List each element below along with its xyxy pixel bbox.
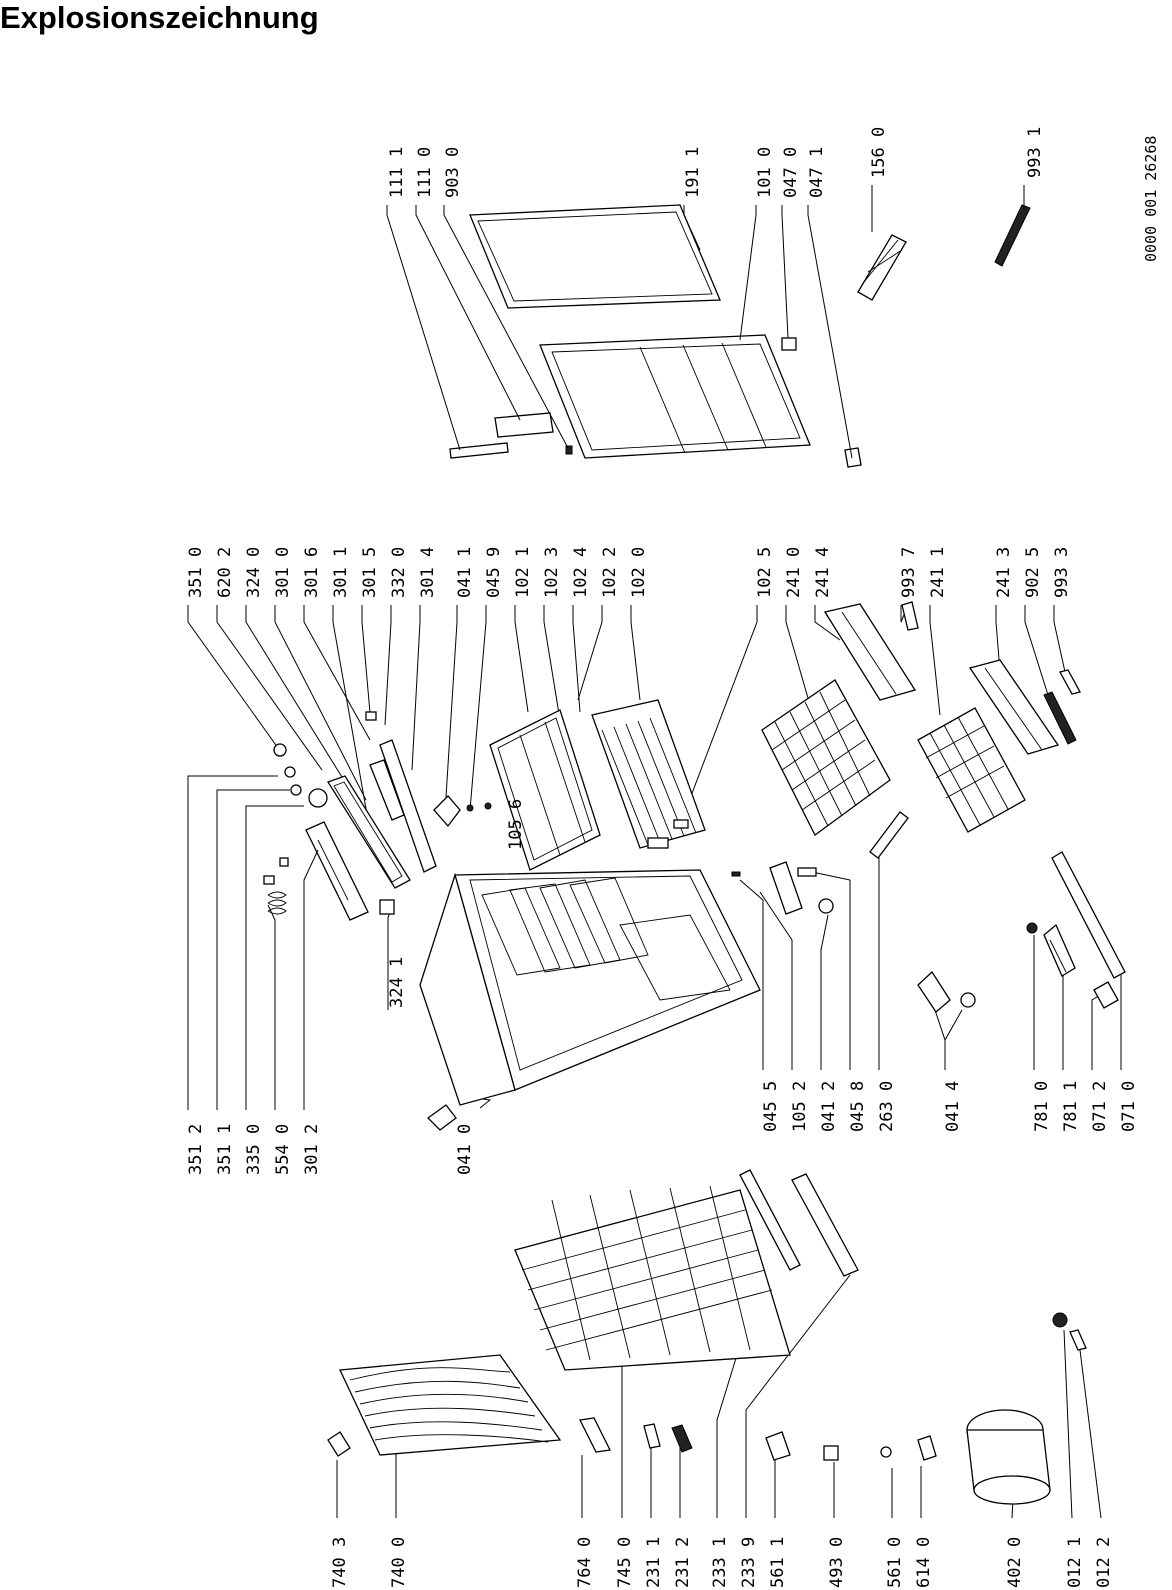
callout-label: 041 1 <box>455 547 475 598</box>
callouts-top-middle: 351 0 620 2 324 0 301 0 301 6 301 1 301 … <box>186 547 1072 598</box>
callout-label: 241 0 <box>784 547 804 598</box>
callout-label: 351 2 <box>186 1124 206 1175</box>
callout-label: 332 0 <box>389 547 409 598</box>
callout-label: 102 3 <box>542 547 562 598</box>
callout-label: 231 1 <box>644 1537 664 1588</box>
callout-label: 045 9 <box>484 547 504 598</box>
callout-label: 740 3 <box>330 1537 350 1588</box>
callout-label: 233 1 <box>710 1537 730 1588</box>
callout-label: 764 0 <box>575 1537 595 1588</box>
callout-label: 111 0 <box>415 147 435 198</box>
callout-label: 105 2 <box>790 1081 810 1132</box>
callout-label: 047 1 <box>807 147 827 198</box>
callout-label: 045 8 <box>848 1081 868 1132</box>
callouts-top-right: 111 1 111 0 903 0 191 1 101 0 047 0 047 … <box>387 127 1045 198</box>
control-panel-and-drawers <box>187 601 1081 921</box>
callout-label: 902 5 <box>1023 547 1043 598</box>
callout-label: 041 4 <box>943 1081 963 1132</box>
callout-label: 301 0 <box>273 547 293 598</box>
callout-label: 614 0 <box>914 1537 934 1588</box>
callouts-middle-left: 351 2 351 1 335 0 554 0 301 2 324 1 041 … <box>186 799 526 1175</box>
callout-label: 324 1 <box>387 957 407 1008</box>
callout-label: 233 9 <box>739 1537 759 1588</box>
callout-label: 102 0 <box>629 547 649 598</box>
callout-label: 402 0 <box>1005 1537 1025 1588</box>
page-title: Explosionszeichnung <box>0 0 319 35</box>
callout-label: 241 1 <box>928 547 948 598</box>
callout-label: 241 3 <box>994 547 1014 598</box>
callout-label: 335 0 <box>244 1124 264 1175</box>
callouts-middle-bottom: 045 5 105 2 041 2 045 8 263 0 041 4 781 … <box>761 1081 1139 1132</box>
drawing-number: 0000 001 26268 <box>1142 136 1160 262</box>
callout-label: 301 5 <box>360 547 380 598</box>
callout-label: 324 0 <box>244 547 264 598</box>
callout-label: 041 0 <box>455 1124 475 1175</box>
callout-label: 231 2 <box>673 1537 693 1588</box>
callout-label: 071 2 <box>1090 1081 1110 1132</box>
callout-label: 620 2 <box>215 547 235 598</box>
door-assembly <box>386 185 1031 468</box>
callout-label: 561 1 <box>768 1537 788 1588</box>
callout-label: 071 0 <box>1119 1081 1139 1132</box>
callout-label: 045 5 <box>761 1081 781 1132</box>
callout-label: 156 0 <box>869 127 889 178</box>
callout-label: 012 1 <box>1065 1537 1085 1588</box>
callout-label: 301 1 <box>331 547 351 598</box>
callout-label: 781 0 <box>1032 1081 1052 1132</box>
callout-label: 241 4 <box>813 547 833 598</box>
callout-label: 102 4 <box>571 547 591 598</box>
callout-label: 102 2 <box>600 547 620 598</box>
callout-label: 105 6 <box>506 799 526 850</box>
callout-label: 493 0 <box>827 1537 847 1588</box>
callout-label: 993 3 <box>1052 547 1072 598</box>
callout-label: 111 1 <box>387 147 407 198</box>
callout-label: 047 0 <box>781 147 801 198</box>
callout-label: 351 1 <box>215 1124 235 1175</box>
hinges-and-base-parts <box>731 811 1126 1070</box>
callout-label: 301 2 <box>302 1124 322 1175</box>
callout-label: 561 0 <box>885 1537 905 1588</box>
callout-label: 903 0 <box>443 147 463 198</box>
callout-label: 102 1 <box>513 547 533 598</box>
cabinet-body <box>187 775 761 1131</box>
callout-label: 041 2 <box>819 1081 839 1132</box>
callout-label: 102 5 <box>755 547 775 598</box>
callout-label: 554 0 <box>273 1124 293 1175</box>
callout-label: 781 1 <box>1061 1081 1081 1132</box>
callout-label: 301 6 <box>302 547 322 598</box>
callouts-bottom-row: 740 3 740 0 764 0 745 0 231 1 231 2 233 … <box>330 1537 1114 1588</box>
callout-label: 745 0 <box>615 1537 635 1588</box>
callout-label: 993 1 <box>1025 127 1045 178</box>
callout-label: 101 0 <box>755 147 775 198</box>
callout-label: 351 0 <box>186 547 206 598</box>
condenser-evaporator-compressor <box>327 1169 1102 1519</box>
callout-label: 301 4 <box>418 547 438 598</box>
callout-label: 993 7 <box>899 547 919 598</box>
callout-label: 012 2 <box>1094 1537 1114 1588</box>
callout-label: 263 0 <box>877 1081 897 1132</box>
callout-label: 191 1 <box>683 147 703 198</box>
callout-label: 740 0 <box>389 1537 409 1588</box>
